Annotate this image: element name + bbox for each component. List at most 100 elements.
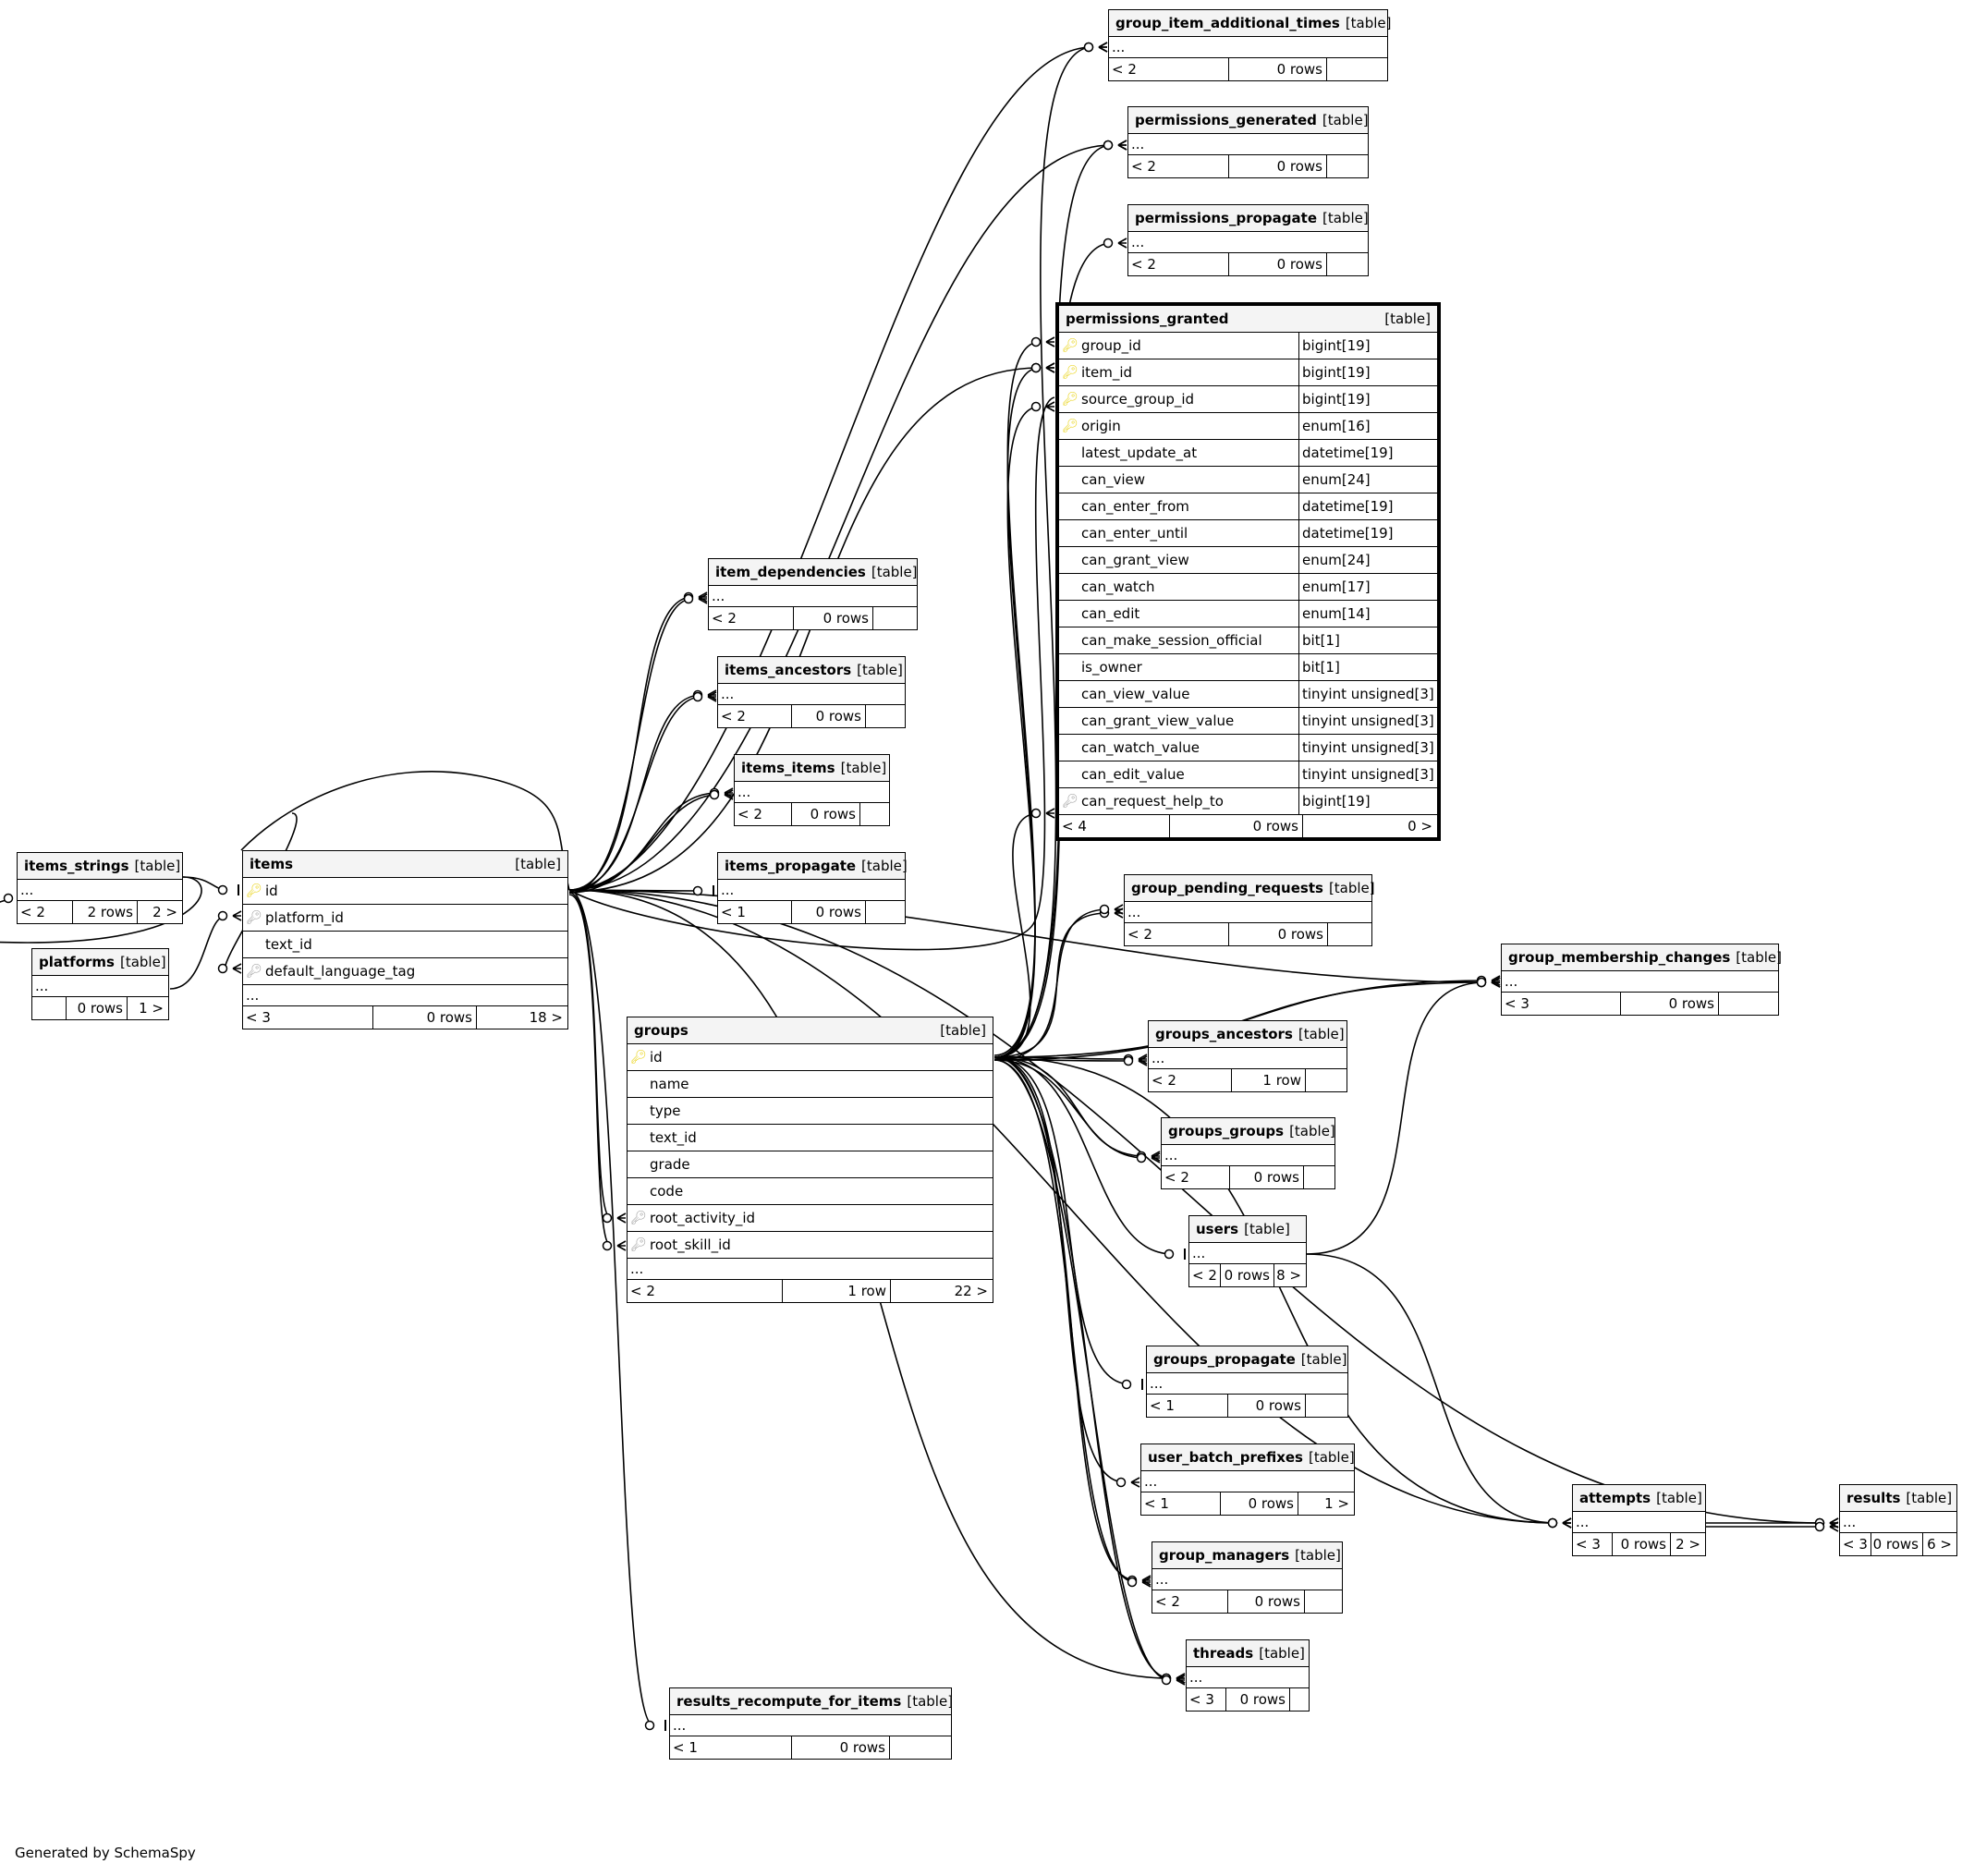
children-count[interactable] <box>1304 1166 1334 1188</box>
children-count[interactable]: 2 > <box>152 904 177 920</box>
parents-count[interactable]: < 2 <box>1128 253 1229 275</box>
children-count[interactable]: 2 > <box>1676 1536 1700 1553</box>
table-name[interactable]: items_ancestors <box>725 662 852 678</box>
table-name[interactable]: platforms <box>39 954 115 970</box>
children-count[interactable] <box>873 607 917 629</box>
column-row[interactable]: type <box>628 1098 993 1125</box>
parents-count[interactable]: < 3 <box>1502 993 1621 1015</box>
table-name[interactable]: results_recompute_for_items <box>676 1693 902 1710</box>
children-count[interactable] <box>1328 923 1371 945</box>
table-name[interactable]: attempts <box>1579 1490 1651 1506</box>
table-name[interactable]: groups_propagate <box>1153 1351 1296 1368</box>
table-name[interactable]: threads <box>1193 1645 1254 1662</box>
table-name[interactable]: permissions_generated <box>1135 112 1317 128</box>
column-row[interactable]: grade <box>628 1151 993 1178</box>
parents-count[interactable]: < 2 <box>1162 1166 1230 1188</box>
children-count[interactable] <box>1290 1688 1309 1711</box>
table-name[interactable]: group_managers <box>1159 1547 1290 1564</box>
parents-count[interactable]: < 2 <box>1109 58 1229 80</box>
children-count[interactable]: 1 > <box>1324 1495 1349 1512</box>
table-name[interactable]: permissions_granted <box>1066 311 1229 327</box>
column-row[interactable]: 🔑︎platform_id <box>243 905 567 932</box>
column-row[interactable]: 🔑︎id <box>628 1044 993 1071</box>
parents-count[interactable]: < 2 <box>18 901 73 923</box>
table-group-item-additional-times[interactable]: group_item_additional_times[table] ... <… <box>1108 9 1392 81</box>
parents-count[interactable]: < 2 <box>735 803 792 825</box>
parents-count[interactable]: < 3 <box>1573 1533 1613 1555</box>
table-name[interactable]: user_batch_prefixes <box>1148 1449 1303 1466</box>
children-count[interactable]: 18 > <box>529 1009 563 1026</box>
table-items[interactable]: items[table] 🔑︎id 🔑︎platform_id text_id … <box>242 850 568 1029</box>
parents-count[interactable]: < 2 <box>718 705 792 727</box>
children-count[interactable] <box>1306 1395 1347 1417</box>
children-count[interactable]: 8 > <box>1276 1267 1301 1284</box>
table-name[interactable]: users <box>1196 1221 1239 1237</box>
children-count[interactable]: 22 > <box>954 1283 988 1299</box>
table-name[interactable]: items_items <box>741 760 835 776</box>
parents-count[interactable]: < 2 <box>1125 923 1229 945</box>
table-name[interactable]: results <box>1846 1490 1901 1506</box>
parents-count[interactable]: < 2 <box>1189 1264 1221 1286</box>
table-name[interactable]: group_membership_changes <box>1508 949 1731 966</box>
parents-count[interactable]: < 1 <box>718 901 792 923</box>
children-count[interactable] <box>866 901 905 923</box>
column-row[interactable]: 🔑︎root_activity_id <box>628 1205 993 1232</box>
parents-count[interactable]: < 2 <box>1152 1590 1228 1613</box>
children-count[interactable]: 6 > <box>1927 1536 1952 1553</box>
table-results-recompute-for-items[interactable]: results_recompute_for_items[table] ... <… <box>669 1687 953 1760</box>
parents-count[interactable]: < 3 <box>243 1006 373 1029</box>
parents-count[interactable]: < 2 <box>628 1280 783 1302</box>
column-row[interactable]: 🔑︎root_skill_id <box>628 1232 993 1259</box>
table-name[interactable]: groups <box>634 1022 689 1039</box>
parents-count[interactable]: < 3 <box>1187 1688 1226 1711</box>
children-count[interactable]: 0 > <box>1408 818 1432 834</box>
column-row[interactable]: code <box>628 1178 993 1205</box>
column-row[interactable]: 🔑︎default_language_tag <box>243 958 567 985</box>
parents-count[interactable]: < 1 <box>670 1736 792 1759</box>
table-name[interactable]: items <box>250 856 294 872</box>
children-count[interactable] <box>1327 155 1368 177</box>
children-count[interactable] <box>1719 993 1778 1015</box>
children-count[interactable] <box>866 705 905 727</box>
children-count[interactable] <box>1306 1069 1347 1091</box>
column-row[interactable]: text_id <box>628 1125 993 1151</box>
table-name[interactable]: permissions_propagate <box>1135 210 1317 226</box>
table-name[interactable]: items_strings <box>24 858 129 874</box>
children-count[interactable] <box>890 1736 951 1759</box>
children-count[interactable] <box>1327 58 1387 80</box>
parents-count[interactable]: < 1 <box>1147 1395 1228 1417</box>
parents-count[interactable]: < 2 <box>709 607 794 629</box>
parents-count[interactable]: < 2 <box>1128 155 1229 177</box>
children-count[interactable] <box>1327 253 1368 275</box>
table-name[interactable]: groups_groups <box>1168 1123 1285 1139</box>
column-row[interactable]: text_id <box>243 932 567 958</box>
